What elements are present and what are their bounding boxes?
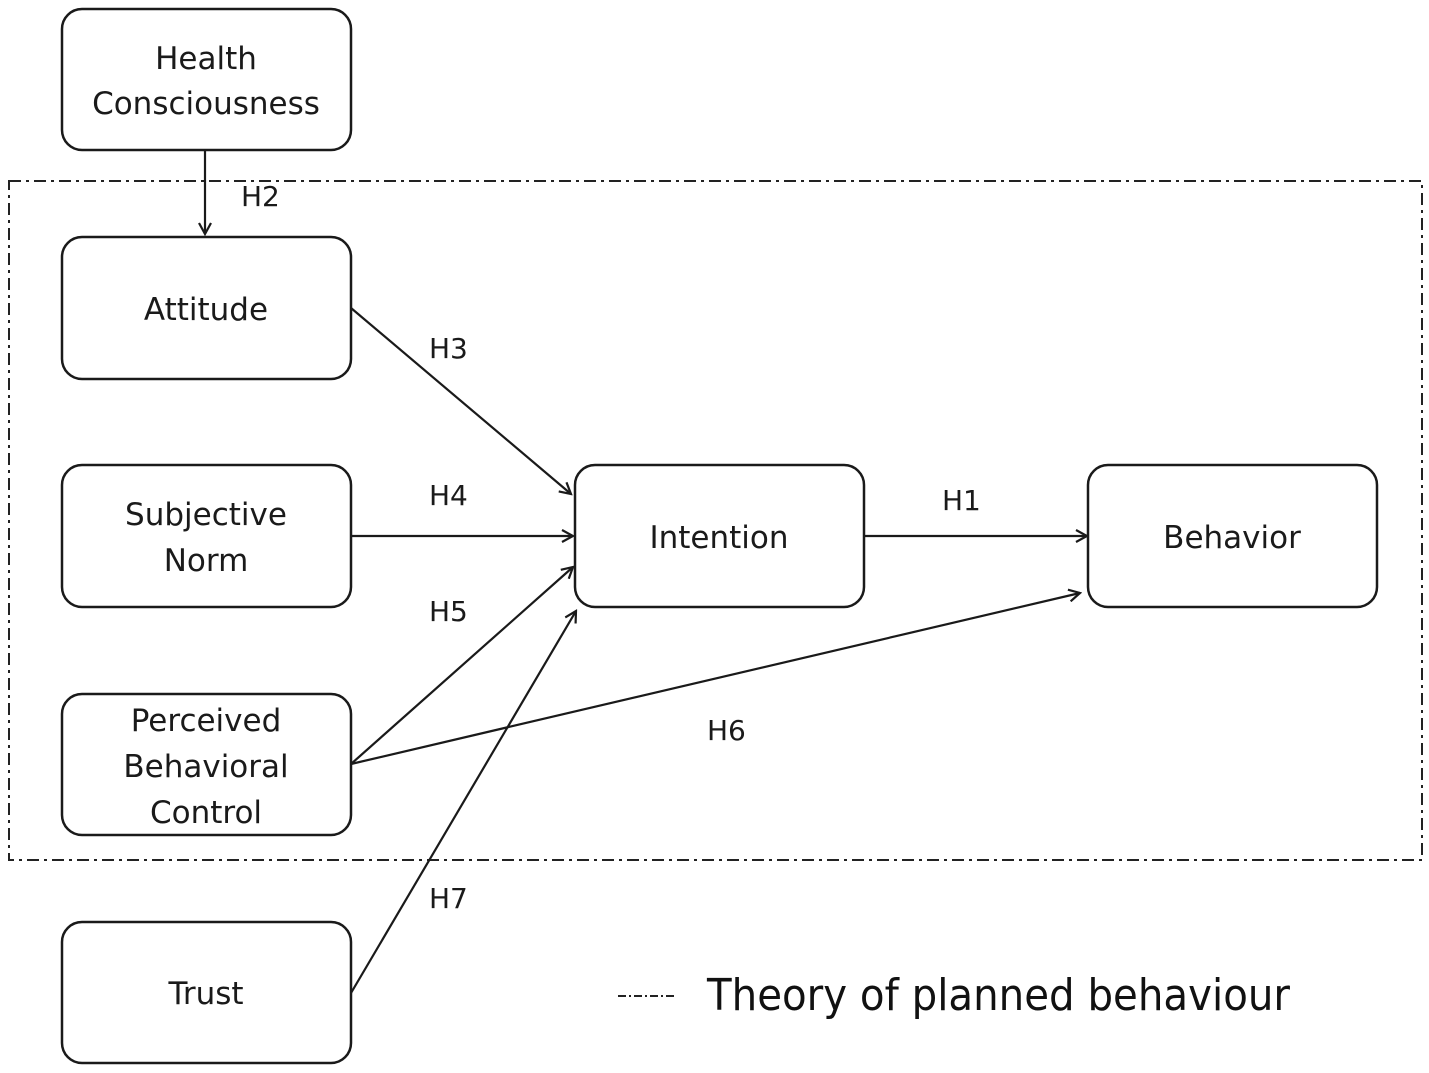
node-intention (573, 463, 866, 609)
node-pbc-label-2: Behavioral (123, 749, 288, 785)
edge-h6-arrow (350, 593, 1080, 766)
node-behavior (1086, 463, 1379, 609)
node-subjective-norm (60, 463, 353, 609)
node-trust-label: Trust (167, 976, 243, 1012)
node-trust (60, 920, 353, 1065)
hypothesis-h4-label: H4 (429, 479, 468, 512)
node-behavior-label: Behavior (1163, 520, 1301, 556)
node-subjective-norm-label-2: Norm (164, 543, 249, 579)
tpb-frame (8, 180, 1423, 861)
node-pbc-label-1: Perceived (131, 703, 282, 739)
hypothesis-h5-label: H5 (429, 595, 468, 628)
node-health-consciousness-label-2: Consciousness (92, 86, 320, 122)
node-perceived-behavioral-control (60, 692, 353, 837)
node-attitude-label: Attitude (144, 292, 268, 328)
node-pbc-label-3: Control (150, 795, 262, 831)
node-health-consciousness (60, 7, 353, 152)
hypothesis-h7-label: H7 (429, 882, 468, 915)
hypothesis-h6-label: H6 (707, 714, 746, 747)
hypothesis-h2-label: H2 (241, 180, 280, 213)
node-attitude (60, 235, 353, 381)
legend-label: Theory of planned behaviour (706, 970, 1291, 1021)
hypothesis-h1-label: H1 (942, 484, 981, 517)
node-subjective-norm-label-1: Subjective (125, 497, 287, 533)
edge-h5-arrow (350, 567, 573, 765)
edge-h7-arrow (350, 611, 576, 994)
node-health-consciousness-label-1: Health (155, 41, 257, 77)
hypothesis-h3-label: H3 (429, 332, 468, 365)
node-intention-label: Intention (649, 520, 788, 556)
edge-h3-arrow (350, 307, 571, 494)
